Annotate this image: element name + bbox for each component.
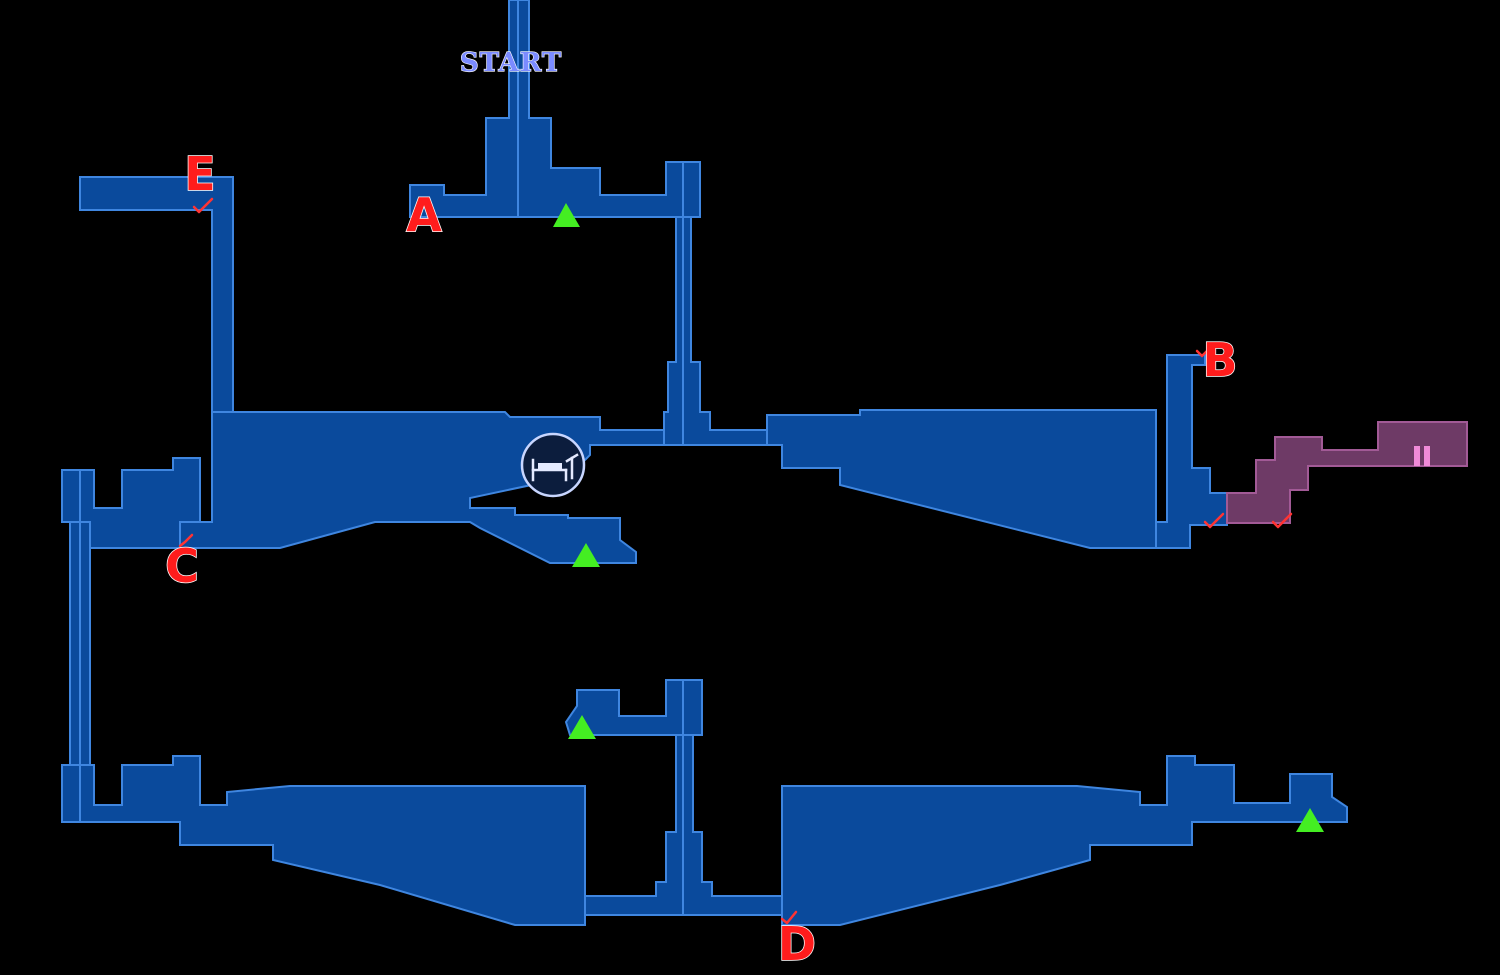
check-icon bbox=[1195, 346, 1212, 358]
start-label: START bbox=[460, 48, 562, 78]
check-icon bbox=[1271, 512, 1293, 529]
room-lower-top-small bbox=[564, 679, 703, 736]
green-triangle-icon[interactable] bbox=[553, 203, 580, 227]
exit-label-b: B bbox=[1202, 333, 1237, 387]
bed-icon bbox=[531, 453, 579, 482]
green-triangle-icon[interactable] bbox=[1296, 808, 1324, 832]
room-right-hall bbox=[766, 409, 1191, 549]
green-triangle-icon[interactable] bbox=[572, 543, 600, 567]
room-lower-left bbox=[61, 755, 586, 926]
lower-region bbox=[61, 679, 1348, 926]
save-station[interactable] bbox=[520, 432, 586, 498]
check-icon bbox=[1203, 512, 1225, 529]
pink-door-icon bbox=[1414, 446, 1420, 466]
room-special-area bbox=[1226, 421, 1468, 524]
exit-label-a: A bbox=[406, 188, 442, 242]
exit-label-d: D bbox=[778, 917, 816, 971]
check-icon bbox=[780, 910, 798, 925]
green-triangle-icon[interactable] bbox=[568, 715, 596, 739]
room-start-shaft bbox=[409, 0, 701, 218]
exit-label-c: C bbox=[165, 539, 199, 593]
exit-label-e: E bbox=[184, 147, 215, 201]
pink-door-icon bbox=[1424, 446, 1430, 466]
room-lower-right bbox=[781, 755, 1348, 926]
check-icon bbox=[178, 533, 194, 548]
check-icon bbox=[192, 197, 214, 214]
